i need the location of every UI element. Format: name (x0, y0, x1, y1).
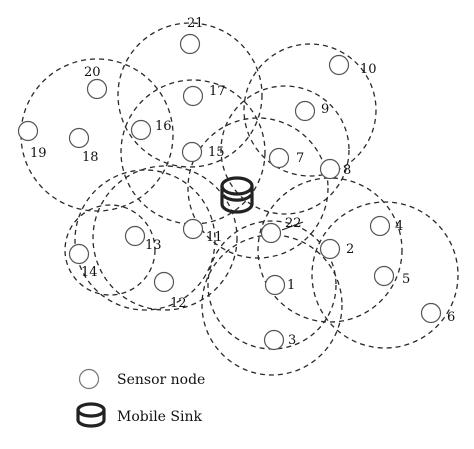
sensor-node-label: 4 (395, 219, 403, 234)
sensor-node-circle (86, 78, 108, 100)
sensor-node-circle (264, 274, 286, 296)
sensor-node-9: 9 (294, 100, 329, 122)
sensor-node-label: 6 (447, 310, 455, 325)
sensor-node-6: 6 (420, 302, 455, 325)
sensor-node-circle (68, 243, 90, 265)
sensor-node-circle (68, 127, 90, 149)
sensor-node-label: 15 (208, 145, 225, 160)
sensor-node-label: 14 (81, 265, 98, 280)
sensor-node-label: 7 (296, 151, 304, 166)
sensor-node-label: 17 (209, 84, 226, 99)
sensor-node-3: 3 (263, 329, 296, 351)
sensor-node-label: 20 (84, 65, 101, 80)
legend-sink-label: Mobile Sink (117, 409, 203, 425)
legend: Sensor node Mobile Sink (76, 368, 205, 428)
sensor-node-label: 19 (30, 146, 47, 161)
sensor-node-label: 11 (206, 230, 223, 245)
sensor-node-12: 12 (153, 271, 187, 311)
sensor-node-15: 15 (181, 141, 225, 163)
sensor-node-8: 8 (319, 158, 351, 180)
sensor-node-label: 21 (187, 16, 204, 31)
sensor-node-21: 21 (179, 16, 204, 55)
sensor-node-circle (328, 54, 350, 76)
sensor-node-label: 13 (145, 238, 162, 253)
sensor-node-5: 5 (373, 265, 410, 287)
sensor-node-circle (182, 85, 204, 107)
sensor-node-circle (319, 238, 341, 260)
sensor-node-label: 9 (321, 102, 329, 117)
range-circle-3 (201, 234, 343, 376)
range-circle-12 (92, 165, 238, 311)
sensor-node-circle (130, 119, 152, 141)
sensor-node-11: 11 (182, 218, 223, 245)
range-circle-9 (220, 85, 350, 215)
sensor-node-circle (294, 100, 316, 122)
range-circle-10 (243, 43, 377, 177)
sensor-node-1: 1 (264, 274, 295, 296)
sensor-node-label: 2 (346, 242, 354, 257)
sensor-node-circle (17, 120, 39, 142)
sensor-node-2: 2 (319, 238, 354, 260)
range-circle-2 (257, 177, 403, 323)
sensor-node-circle (373, 265, 395, 287)
sensor-node-circle (263, 329, 285, 351)
sensor-node-14: 14 (68, 243, 98, 280)
communication-ranges (20, 22, 459, 376)
sensor-node-circle (420, 302, 442, 324)
sensor-node-label: 12 (170, 296, 187, 311)
sensor-node-label: 18 (82, 150, 99, 165)
sensor-node-4: 4 (369, 215, 403, 237)
sensor-node-16: 16 (130, 119, 172, 141)
legend-sensor-label: Sensor node (117, 372, 205, 388)
sensor-node-circle (260, 222, 282, 244)
sensor-node-13: 13 (124, 225, 162, 253)
sensor-node-label: 16 (155, 119, 172, 134)
sensor-node-circle (124, 225, 146, 247)
sensor-node-label: 10 (360, 62, 377, 77)
sensor-node-17: 17 (182, 84, 226, 107)
sensor-node-label: 3 (288, 333, 296, 348)
sensor-node-circle (268, 147, 290, 169)
sensor-node-10: 10 (328, 54, 377, 77)
mobile-sink-icon (220, 176, 254, 214)
sensor-node-circle (181, 141, 203, 163)
legend-mobile-sink-icon (76, 402, 106, 428)
range-circle-5 (311, 201, 459, 349)
sensor-node-label: 5 (402, 272, 410, 287)
sensor-node-label: 1 (287, 278, 295, 293)
sensor-node-label: 22 (285, 216, 302, 231)
sensor-node-circle (153, 271, 175, 293)
range-circle-21 (117, 22, 263, 168)
range-circle-13 (74, 169, 216, 311)
sensor-node-circle (319, 158, 341, 180)
legend-sensor-node-icon (78, 368, 100, 390)
link-22-connector (281, 221, 304, 231)
sensor-node-18: 18 (68, 127, 99, 165)
sensor-node-circle (369, 215, 391, 237)
sensor-node-22: 22 (260, 216, 302, 244)
sensor-node-circle (182, 218, 204, 240)
range-circle-14 (64, 204, 156, 296)
sensor-node-7: 7 (268, 147, 304, 169)
node-links (281, 221, 304, 231)
sensor-node-label: 8 (343, 163, 351, 178)
sensor-node-circle (179, 33, 201, 55)
sensor-node-20: 20 (84, 65, 108, 100)
sensor-node-19: 19 (17, 120, 47, 161)
